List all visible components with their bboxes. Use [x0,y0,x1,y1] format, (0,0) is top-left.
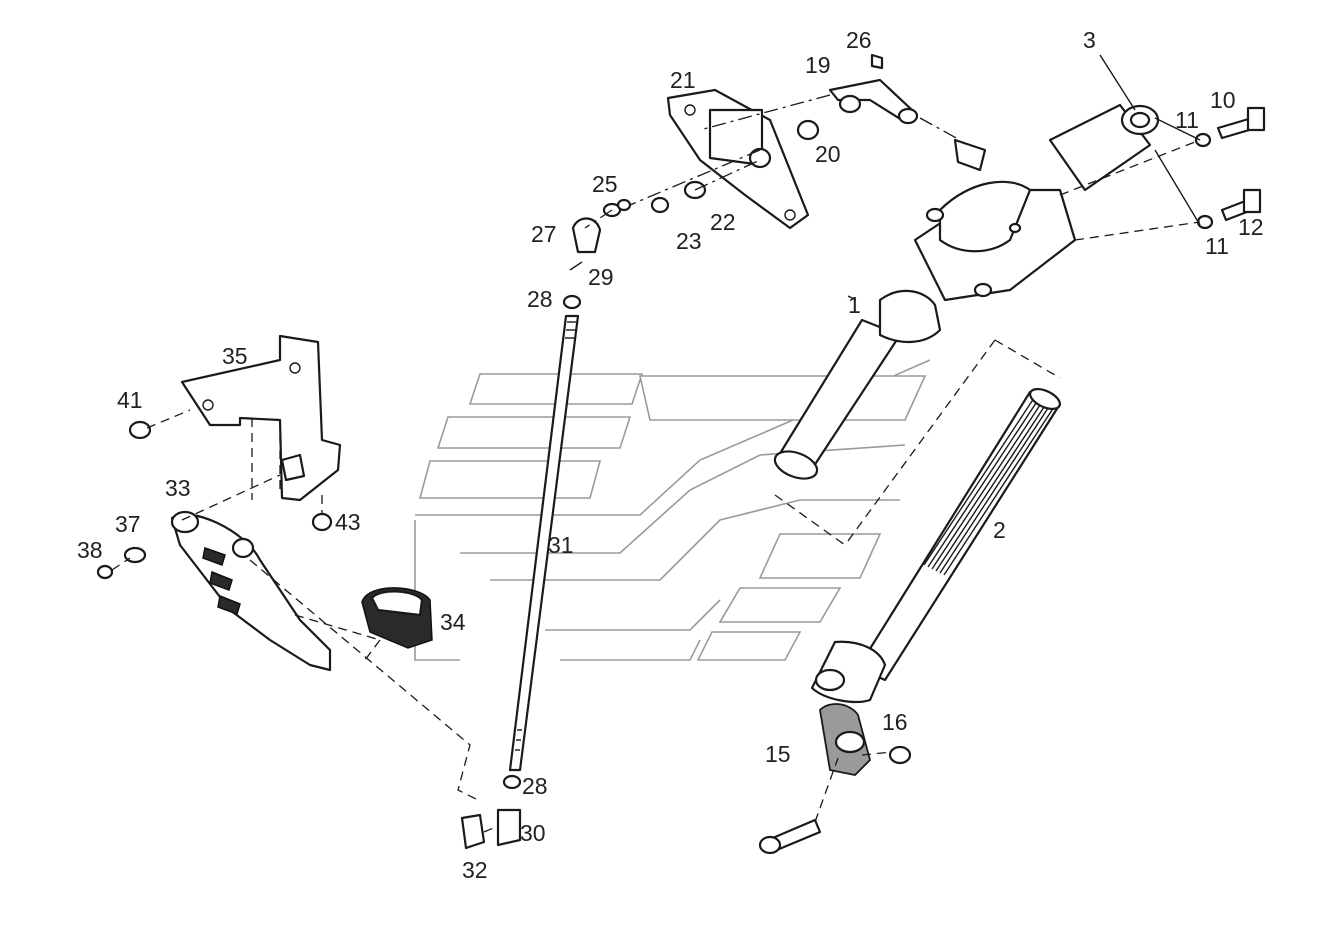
callout-15: 15 [765,741,791,767]
spline-shaft [810,387,1062,704]
callouts: 1 2 3 10 11 11 12 15 16 19 20 21 22 23 2… [77,27,1264,883]
callout-27: 27 [531,221,557,247]
bolts-washers [1194,106,1266,230]
callout-3: 3 [1083,27,1096,53]
callout-33: 33 [165,475,191,501]
callout-41: 41 [117,387,143,413]
callout-35: 35 [222,343,248,369]
callout-1: 1 [848,292,861,318]
small-parts [569,180,707,271]
mounting-bracket [128,334,342,532]
callout-30: 30 [520,820,546,846]
clamp-yoke [758,703,912,855]
callout-43: 43 [335,509,361,535]
callout-22: 22 [710,209,736,235]
control-rod [460,294,582,850]
callout-12: 12 [1238,214,1264,240]
callout-29: 29 [588,264,614,290]
lever-assembly [796,53,987,172]
callout-11b: 11 [1205,233,1229,259]
callout-23: 23 [676,228,702,254]
callout-28a: 28 [527,286,553,312]
pedal-pad [361,587,433,649]
callout-16: 16 [882,709,908,735]
callout-20: 20 [815,141,841,167]
callout-34: 34 [440,609,466,635]
callout-19: 19 [805,52,831,78]
callout-21: 21 [670,67,696,93]
assembly-lines [111,54,1201,833]
pedal-arm [96,510,332,672]
callout-32: 32 [462,857,488,883]
callout-28b: 28 [522,773,548,799]
steering-column [773,103,1160,480]
callout-31: 31 [548,532,574,558]
callout-25: 25 [592,171,618,197]
callout-37: 37 [115,511,141,537]
callout-11a: 11 [1175,107,1199,133]
callout-26: 26 [846,27,872,53]
callout-2: 2 [993,517,1006,543]
callout-10: 10 [1210,87,1236,113]
callout-38: 38 [77,537,103,563]
bracket-plate [666,88,810,230]
